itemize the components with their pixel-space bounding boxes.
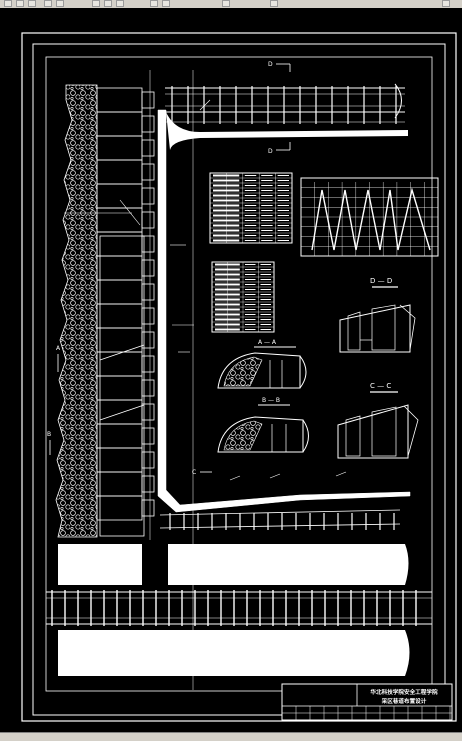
lower-roadway-2 bbox=[58, 630, 410, 676]
title-line-2: 采区巷道布置设计 bbox=[382, 697, 427, 705]
c-marker: C bbox=[192, 469, 196, 476]
cut-icon[interactable] bbox=[92, 0, 100, 7]
cc-title: C — C bbox=[370, 382, 391, 390]
lower-roadway-1 bbox=[58, 544, 409, 585]
pan-icon[interactable] bbox=[270, 0, 278, 7]
zoom-icon[interactable] bbox=[222, 0, 230, 7]
data-table-2 bbox=[211, 261, 275, 333]
paste-icon[interactable] bbox=[116, 0, 124, 7]
title-block: 华北科技学院安全工程学院 采区巷道布置设计 bbox=[281, 683, 453, 721]
main-roadway bbox=[157, 109, 411, 513]
drawing-canvas[interactable]: D — D A — A B — B C — C D D bbox=[0, 8, 462, 732]
undo-icon[interactable] bbox=[150, 0, 158, 7]
dd-title: D — D bbox=[370, 277, 392, 285]
cad-drawing: D — D A — A B — B C — C D D bbox=[21, 32, 457, 722]
section-bb: B — B bbox=[217, 397, 309, 453]
data-table-1 bbox=[209, 172, 293, 244]
d-marker-top: D bbox=[268, 61, 273, 68]
upper-roadway bbox=[166, 112, 408, 150]
plan-frame bbox=[45, 56, 433, 692]
section-dd: D — D bbox=[339, 277, 416, 353]
cad-statusbar bbox=[0, 732, 462, 741]
panel-blocks bbox=[96, 87, 155, 537]
d-marker-bottom: D bbox=[268, 148, 273, 155]
top-track bbox=[165, 83, 405, 124]
help-icon[interactable] bbox=[442, 0, 450, 7]
cycle-chart bbox=[300, 177, 439, 257]
redo-icon[interactable] bbox=[162, 0, 170, 7]
a-marker: A bbox=[56, 345, 61, 352]
copy-icon[interactable] bbox=[104, 0, 112, 7]
open-file-icon[interactable] bbox=[16, 0, 24, 7]
outer-frame bbox=[21, 32, 457, 722]
section-aa: A — A bbox=[217, 339, 307, 389]
lower-track bbox=[46, 590, 432, 626]
title-line-1: 华北科技学院安全工程学院 bbox=[370, 688, 438, 696]
new-file-icon[interactable] bbox=[4, 0, 12, 7]
bb-title: B — B bbox=[262, 397, 280, 404]
preview-icon[interactable] bbox=[56, 0, 64, 7]
aa-title: A — A bbox=[258, 339, 277, 346]
leader-lines bbox=[64, 99, 347, 481]
section-cc: C — C bbox=[337, 382, 419, 459]
inner-frame bbox=[32, 43, 446, 716]
bottom-track bbox=[159, 509, 401, 530]
rock-strata bbox=[55, 84, 98, 538]
print-icon[interactable] bbox=[44, 0, 52, 7]
b-marker: B bbox=[47, 431, 51, 438]
save-icon[interactable] bbox=[28, 0, 36, 7]
